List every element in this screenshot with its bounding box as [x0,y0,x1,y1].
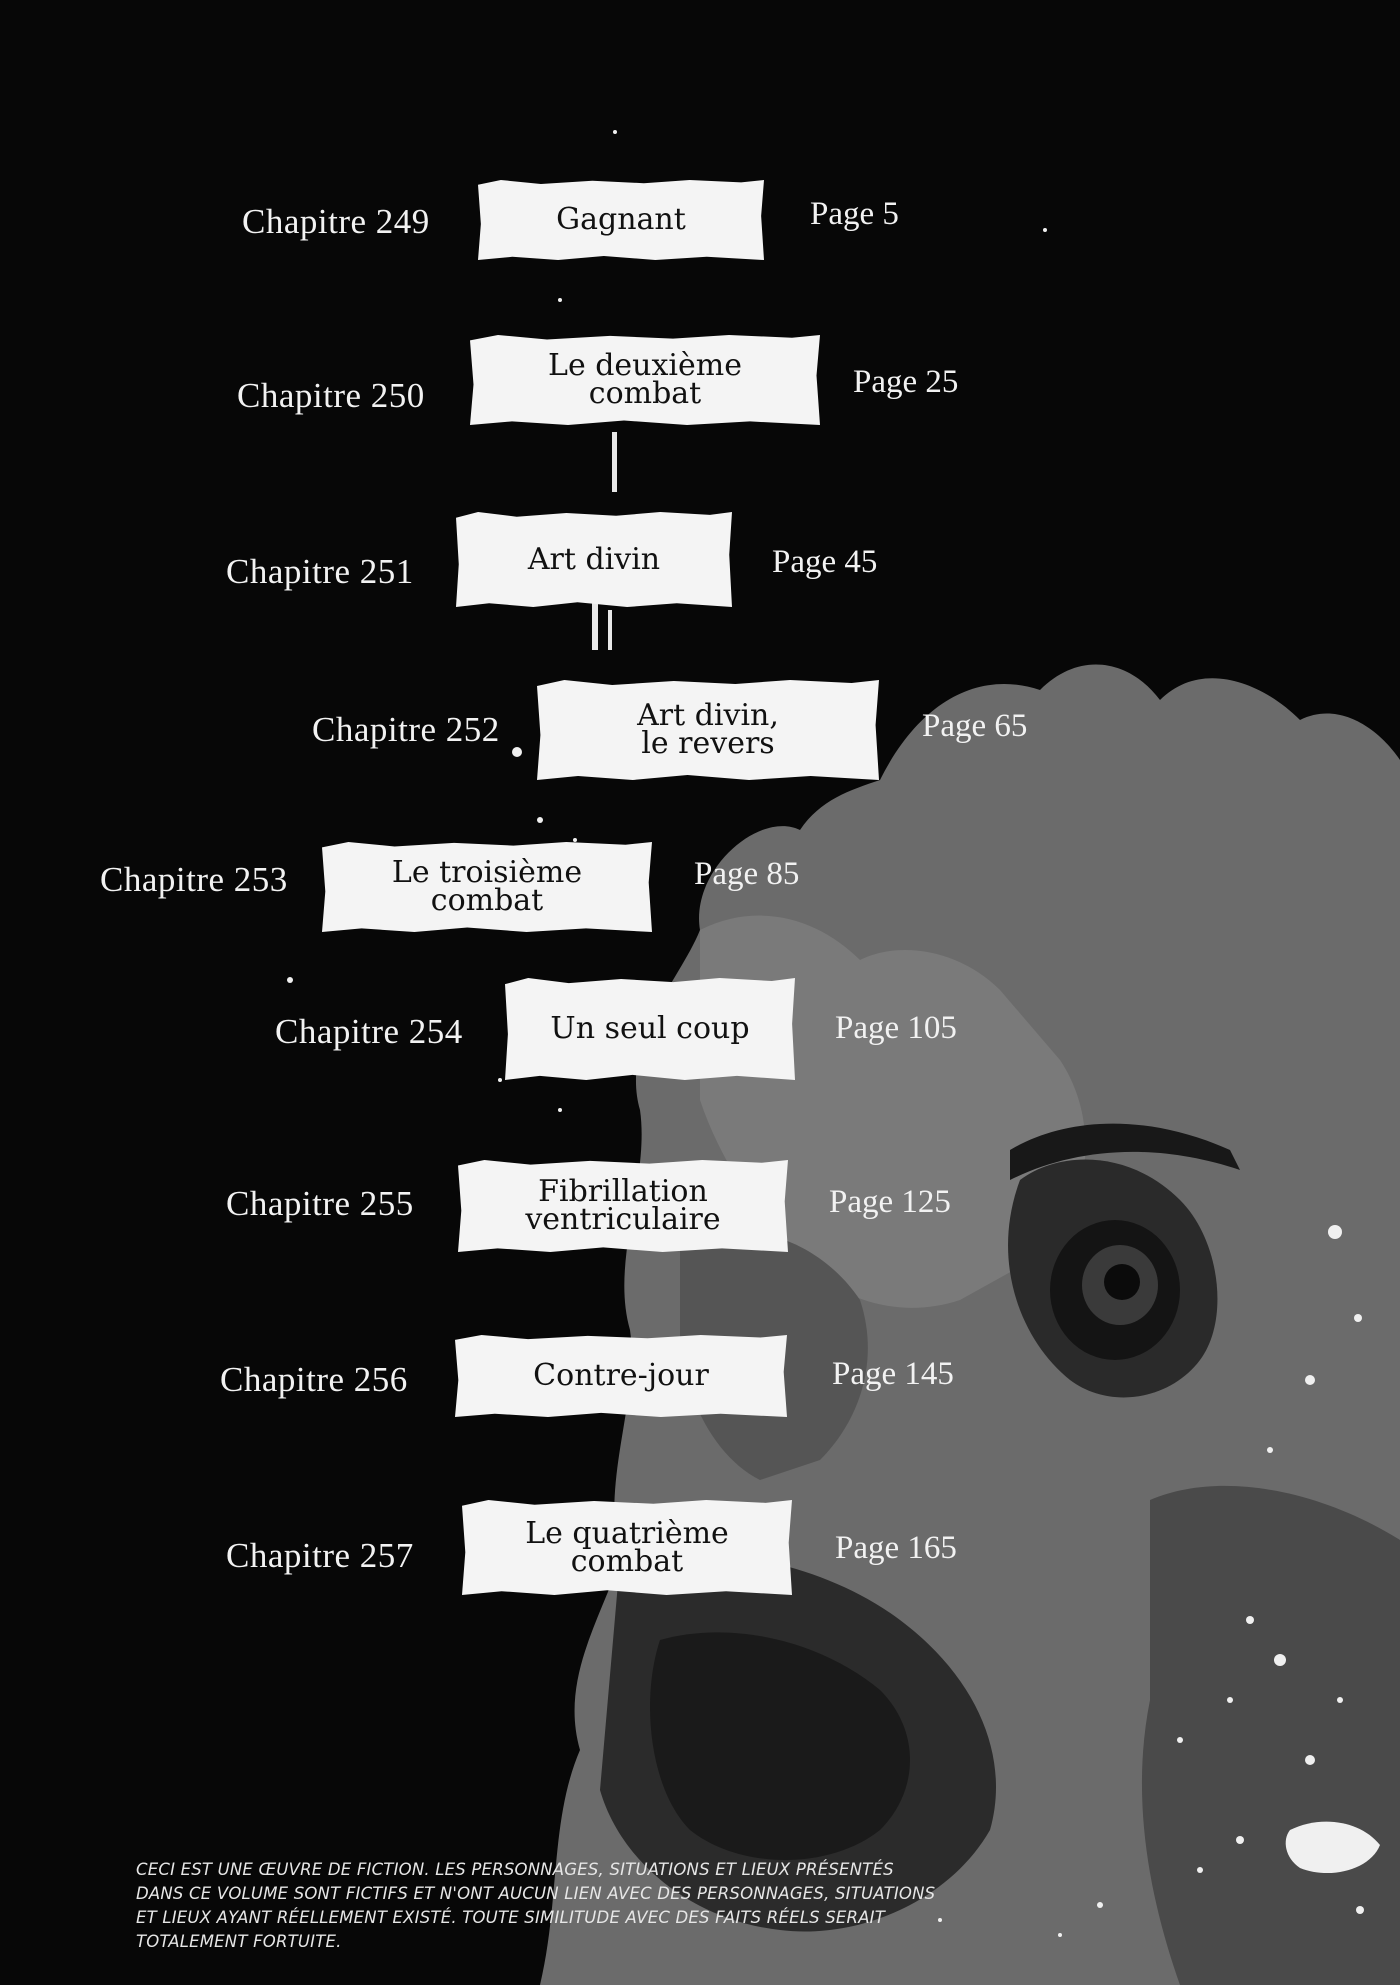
chapter-title: Un seul coup [550,1011,750,1046]
chapter-title: Art divin, le revers [637,698,779,761]
chapter-title: Contre-jour [533,1358,709,1393]
page-number: Page 105 [835,1010,957,1046]
chapter-title-label: Le deuxième combat [470,335,820,425]
chapter-number: Chapitre 255 [226,1184,414,1223]
chapter-title: Le deuxième combat [548,348,742,411]
page-number: Page 5 [810,196,899,232]
chapter-title-label: Fibrillation ventriculaire [458,1160,788,1252]
page-number: Page 65 [922,708,1028,744]
chapter-title-label: Gagnant [478,180,764,260]
chapter-number: Chapitre 256 [220,1360,408,1399]
chapter-number: Chapitre 257 [226,1536,414,1575]
chapter-title-label: Art divin, le revers [537,680,879,780]
page-number: Page 145 [832,1356,954,1392]
page-number: Page 85 [694,856,800,892]
page-number: Page 125 [829,1184,951,1220]
chapter-title: Le quatrième combat [525,1515,729,1579]
chapter-title: Gagnant [556,202,686,237]
chapter-title-label: Un seul coup [505,978,795,1080]
chapter-title: Art divin [527,541,661,577]
chapter-number: Chapitre 252 [312,710,500,749]
chapter-title-label: Le quatrième combat [462,1500,792,1595]
chapter-number: Chapitre 249 [242,202,430,241]
chapter-number: Chapitre 254 [275,1012,463,1051]
fiction-disclaimer: CECI EST UNE ŒUVRE DE FICTION. LES PERSO… [136,1860,936,1951]
chapter-number: Chapitre 250 [237,376,425,415]
page-number: Page 45 [772,544,878,580]
chapter-title-label: Le troisième combat [322,842,652,932]
chapter-number: Chapitre 253 [100,860,288,899]
chapter-title-label: Contre-jour [455,1335,787,1417]
chapter-title: Le troisième combat [391,855,583,918]
chapter-title-label: Art divin [456,512,732,607]
chapter-title: Fibrillation ventriculaire [525,1174,721,1237]
page-number: Page 165 [835,1530,957,1566]
chapter-number: Chapitre 251 [226,552,414,591]
page-number: Page 25 [853,364,959,400]
